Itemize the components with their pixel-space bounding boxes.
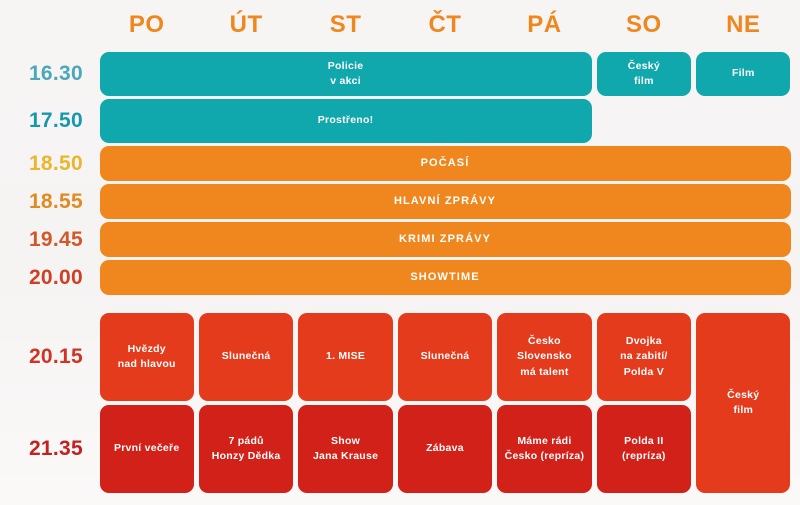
day-header-st: ST — [329, 10, 362, 38]
program-cell[interactable]: Český film — [696, 313, 791, 493]
program-title: Policie v akci — [327, 59, 364, 87]
program-title: Polda II (repríza) — [622, 434, 666, 462]
time-label-17-50: 17.50 — [28, 109, 83, 132]
program-title: Show Jana Krause — [312, 434, 379, 462]
program-cell[interactable]: POČASÍ — [99, 146, 791, 181]
program-cell[interactable]: Show Jana Krause — [298, 405, 393, 493]
program-cell[interactable]: 1. MISE — [298, 313, 393, 401]
program-cell[interactable]: Dvojka na zabití/ Polda V — [596, 313, 692, 401]
day-header-row: PO ÚT ST ČT PÁ SO NE — [97, 0, 793, 45]
time-label-16-30: 16.30 — [28, 62, 83, 85]
program-cell[interactable]: Polda II (repríza) — [596, 405, 692, 493]
program-title: HLAVNÍ ZPRÁVY — [393, 194, 497, 207]
program-title: Prostřeno! — [317, 114, 374, 127]
day-header-pá: PÁ — [527, 10, 562, 38]
day-header-čt: ČT — [428, 10, 462, 38]
program-cell[interactable]: Zábava — [397, 405, 493, 493]
time-label-21-35: 21.35 — [28, 437, 83, 460]
program-cell[interactable]: Český film — [596, 52, 692, 96]
program-title: Hvězdy nad hlavou — [117, 342, 176, 370]
program-title: Zábava — [426, 442, 464, 455]
program-cell[interactable]: Policie v akci — [99, 52, 592, 96]
program-cell[interactable]: Máme rádi Česko (repríza) — [497, 405, 592, 493]
program-title: Dvojka na zabití/ Polda V — [620, 335, 668, 378]
program-cell[interactable]: Slunečná — [198, 313, 294, 401]
program-title: Český film — [627, 59, 660, 87]
time-label-20-15: 20.15 — [28, 345, 83, 368]
program-title: První večeře — [113, 442, 180, 455]
program-cell[interactable]: Slunečná — [397, 313, 493, 401]
program-cell[interactable]: KRIMI ZPRÁVY — [99, 222, 791, 257]
day-header-po: PO — [128, 10, 165, 38]
program-title: Slunečná — [221, 350, 271, 363]
program-cell[interactable]: HLAVNÍ ZPRÁVY — [99, 184, 791, 219]
program-cell[interactable]: Česko Slovensko má talent — [497, 313, 592, 401]
program-cell[interactable]: Prostřeno! — [99, 99, 592, 143]
program-title: SHOWTIME — [410, 270, 480, 283]
program-title: Film — [731, 67, 755, 80]
day-header-út: ÚT — [229, 10, 263, 38]
time-label-19-45: 19.45 — [28, 227, 83, 251]
program-title: 7 pádů Honzy Dědka — [211, 434, 281, 462]
day-header-so: SO — [625, 10, 662, 38]
program-title: Máme rádi Česko (repríza) — [504, 434, 585, 462]
program-cell[interactable]: Hvězdy nad hlavou — [99, 313, 194, 401]
time-label-18-50: 18.50 — [28, 151, 83, 175]
time-label-column: 16.30 17.50 18.50 18.55 19.45 20.00 20.15 21.35 — [0, 45, 97, 505]
program-cell[interactable]: První večeře — [99, 405, 194, 493]
program-cell[interactable]: SHOWTIME — [99, 260, 791, 295]
day-header-ne: NE — [726, 10, 761, 38]
program-cell[interactable]: Film — [696, 52, 791, 96]
program-title: POČASÍ — [420, 156, 470, 169]
time-label-20-00: 20.00 — [28, 265, 83, 289]
program-title: Slunečná — [420, 350, 470, 363]
program-title: 1. MISE — [326, 350, 366, 363]
program-title: KRIMI ZPRÁVY — [398, 232, 492, 245]
time-label-18-55: 18.55 — [28, 189, 83, 213]
program-title: Český film — [727, 388, 760, 416]
program-cell[interactable]: 7 pádů Honzy Dědka — [198, 405, 294, 493]
program-title: Česko Slovensko má talent — [517, 335, 572, 378]
